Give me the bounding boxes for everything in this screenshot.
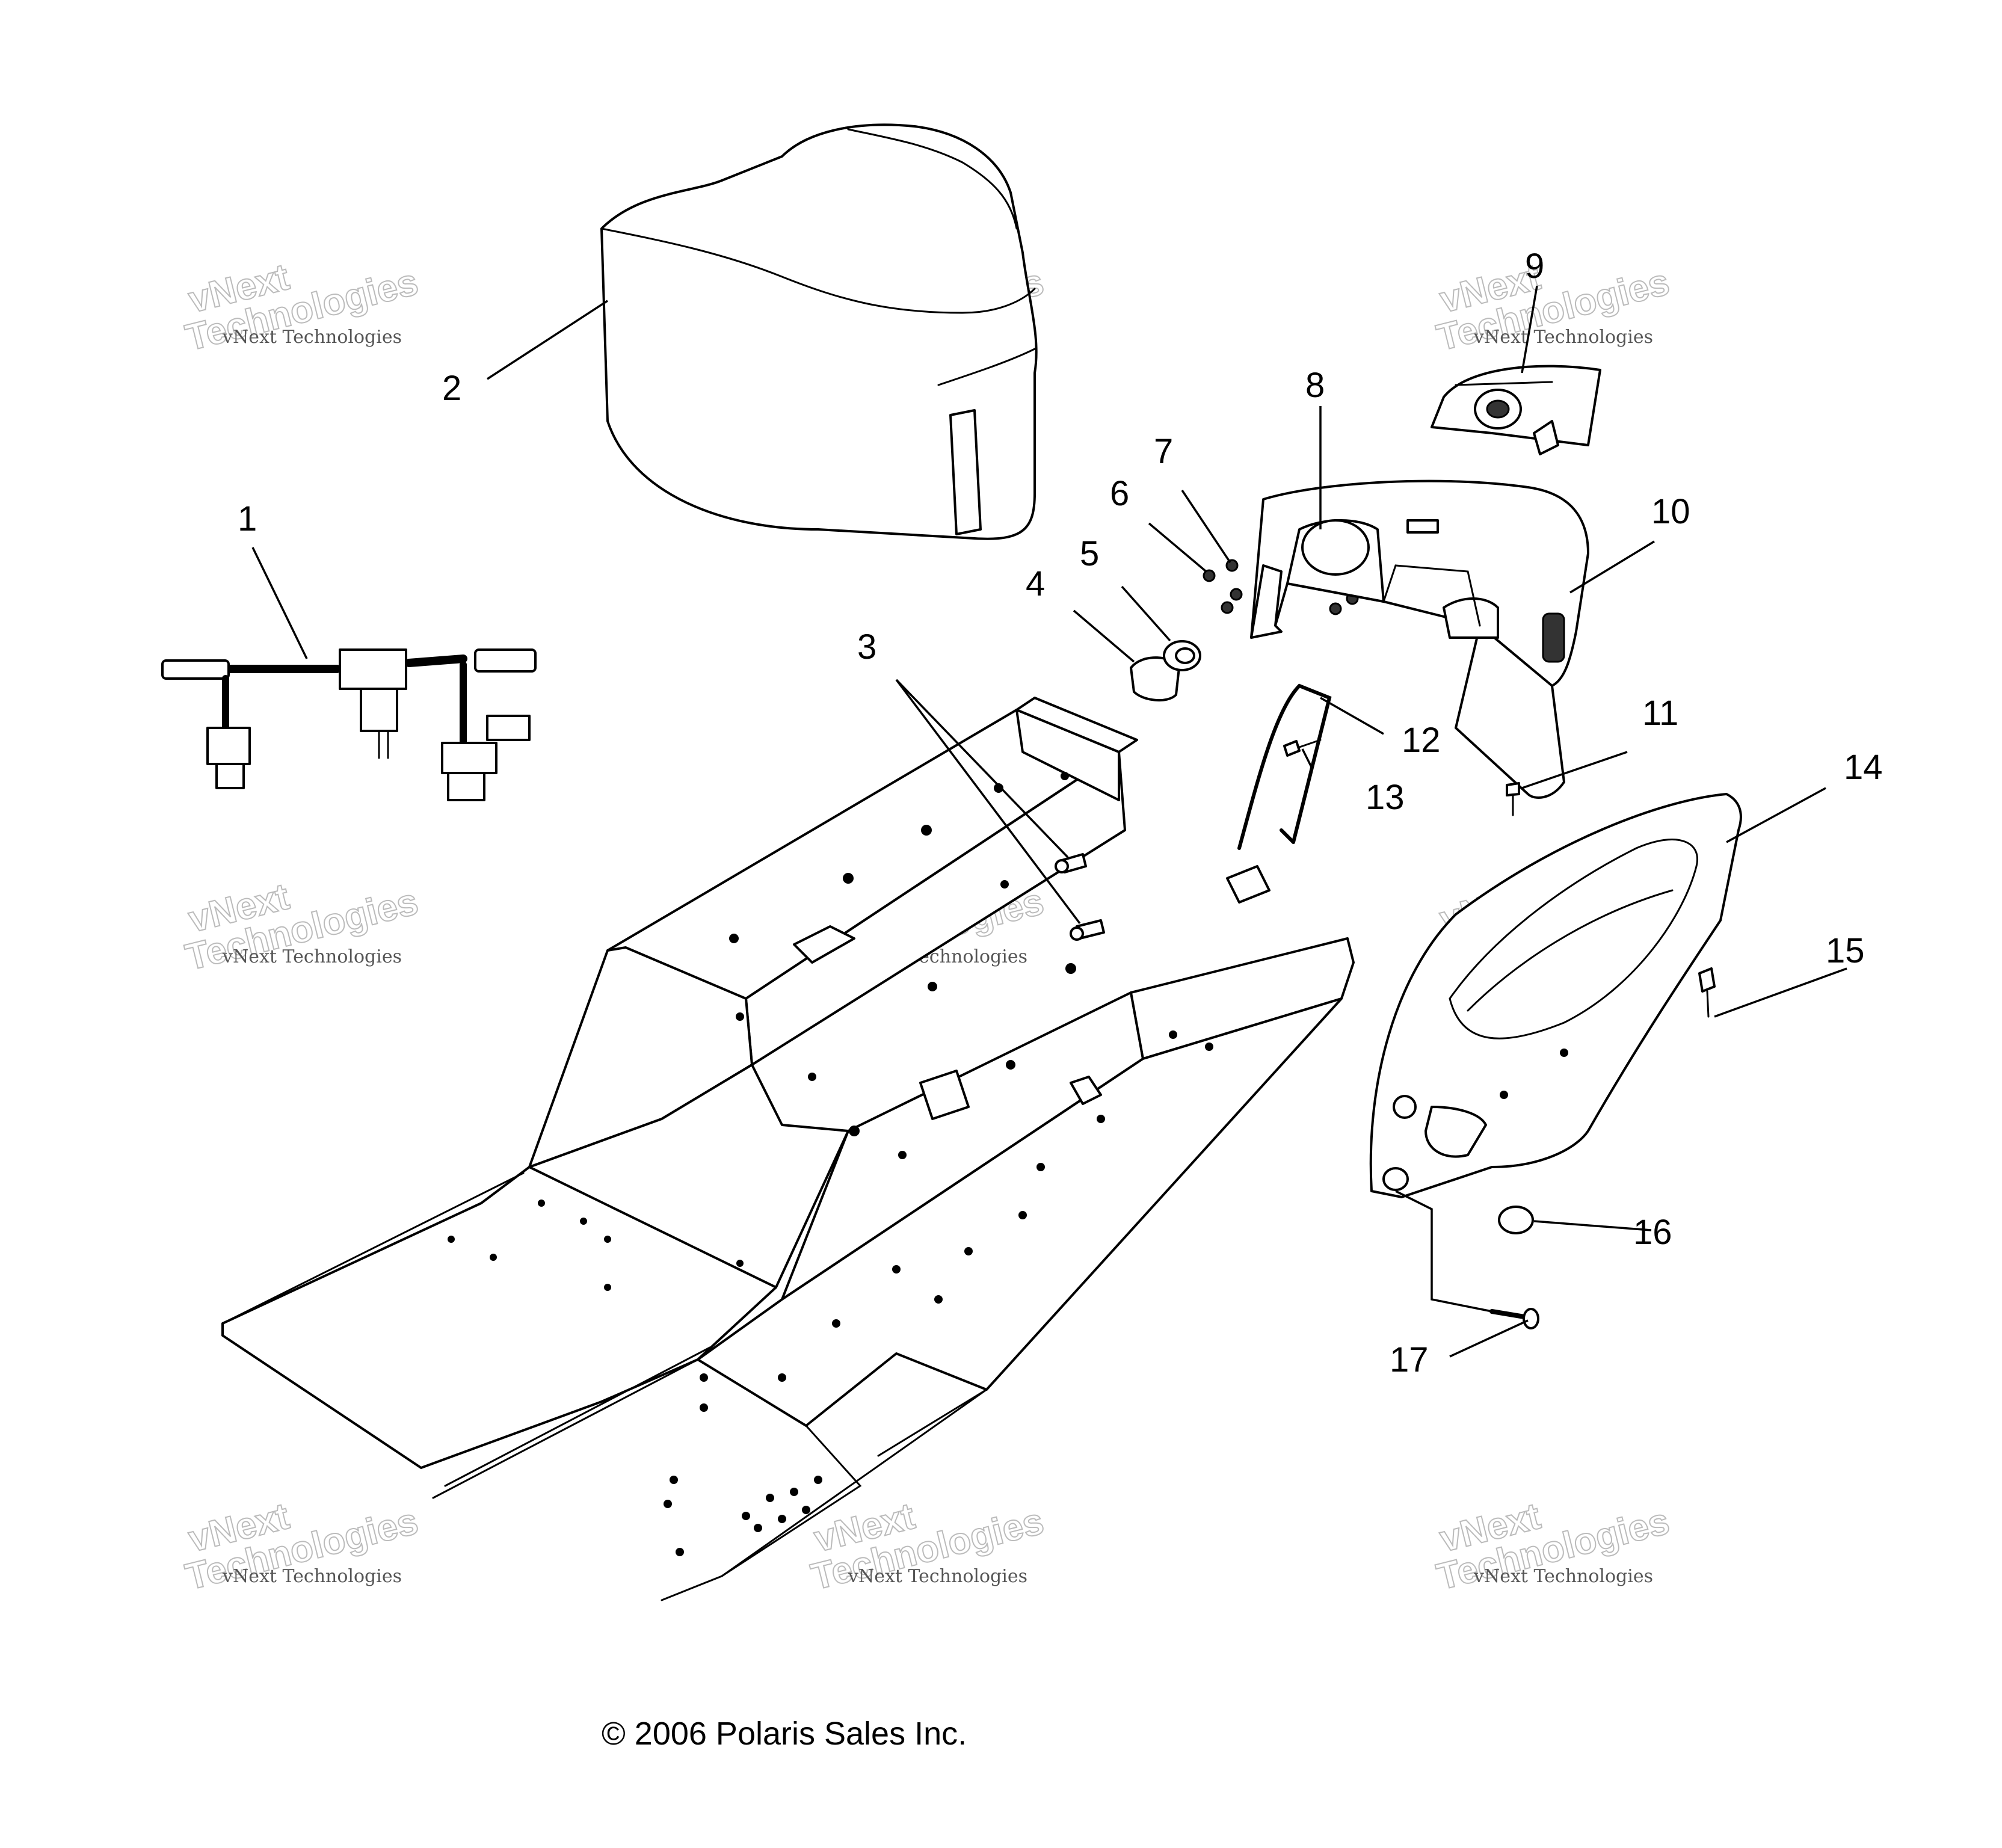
watermark-small-text: vNext Technologies <box>222 327 402 348</box>
part-nuts <box>1203 559 1359 615</box>
part-bulbs <box>1130 640 1201 702</box>
watermark-small-text: vNext Technologies <box>848 1566 1027 1587</box>
leader-10 <box>1569 540 1655 594</box>
callout-4: 4 <box>1026 564 1045 603</box>
part-tunnel-frame <box>221 697 1355 1601</box>
leader-9 <box>1521 285 1538 374</box>
leader-7 <box>1181 490 1231 563</box>
part-headlight-housing <box>1250 479 1589 799</box>
callout-16: 16 <box>1633 1213 1672 1252</box>
watermark-7: vNext Technologies vNext Technologies <box>181 1495 423 1599</box>
watermark-small-text: vNext Technologies <box>1473 1566 1653 1587</box>
leader-1 <box>251 547 308 659</box>
callout-10: 10 <box>1651 492 1690 531</box>
watermark-small-text: vNext Technologies <box>222 1566 402 1587</box>
watermark-1: vNext Technologies vNext Technologies <box>181 256 423 360</box>
watermark-small-text: vNext Technologies <box>222 946 402 967</box>
watermark-9: vNext Technologies vNext Technologies <box>1432 1495 1674 1599</box>
leader-16 <box>1533 1220 1652 1231</box>
callout-2: 2 <box>442 369 461 408</box>
callout-labels: 1 2 3 4 5 6 7 8 9 10 11 12 13 14 15 16 1… <box>238 247 1883 1379</box>
callout-14: 14 <box>1844 748 1883 787</box>
callout-17: 17 <box>1390 1340 1429 1379</box>
callout-13: 13 <box>1366 778 1405 817</box>
callout-6: 6 <box>1110 474 1129 513</box>
part-side-panel <box>1369 793 1742 1198</box>
callout-12: 12 <box>1402 721 1441 760</box>
callout-1: 1 <box>238 499 257 538</box>
part-seat-cushion <box>600 123 1038 540</box>
leader-15 <box>1714 967 1847 1018</box>
part-headlight-assembly <box>1431 365 1601 455</box>
leader-3a <box>895 679 1069 858</box>
part-bolt <box>1489 1308 1539 1329</box>
leader-4 <box>1073 609 1135 663</box>
leader-6 <box>1148 522 1207 573</box>
callout-5: 5 <box>1080 534 1099 573</box>
part-rivets <box>1055 853 1105 941</box>
leader-14 <box>1726 787 1826 843</box>
watermark-4: vNext Technologies vNext Technologies <box>181 875 423 979</box>
watermark-8: vNext Technologies vNext Technologies <box>807 1495 1049 1599</box>
leader-3b <box>895 679 1081 925</box>
leader-lines <box>251 285 1847 1358</box>
leader-11 <box>1521 751 1628 789</box>
leader-17 <box>1449 1319 1529 1358</box>
part-push-rivet <box>1698 967 1716 1018</box>
callout-11: 11 <box>1642 694 1678 733</box>
callout-3: 3 <box>857 627 876 667</box>
callout-15: 15 <box>1826 931 1865 970</box>
part-brackets-screws <box>1237 683 1520 850</box>
leader-2 <box>487 300 608 380</box>
leader-13 <box>1301 748 1313 768</box>
leader-12 <box>1320 697 1384 735</box>
copyright-text: © 2006 Polaris Sales Inc. <box>602 1716 967 1752</box>
part-wiring-harness <box>161 648 537 801</box>
callout-7: 7 <box>1154 432 1173 471</box>
tunnel-holes <box>448 772 1213 1556</box>
callout-9: 9 <box>1525 247 1544 286</box>
leader-17b <box>1395 1190 1492 1313</box>
part-plug <box>1498 1206 1534 1234</box>
leader-5 <box>1121 585 1171 642</box>
callout-8: 8 <box>1305 366 1325 405</box>
watermark-small-text: vNext Technologies <box>1473 327 1653 348</box>
